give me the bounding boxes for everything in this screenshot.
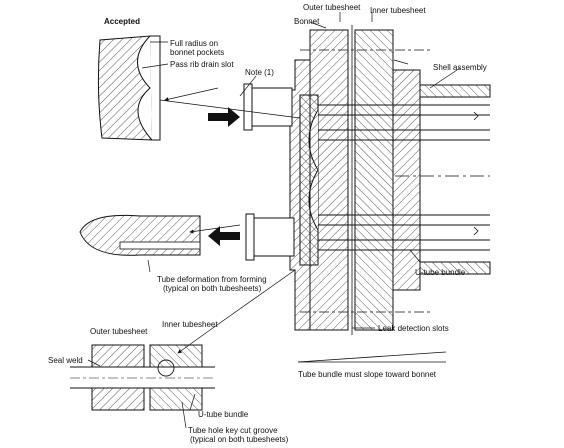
label-tube-bundle-slope: Tube bundle must slope toward bonnet — [298, 370, 437, 379]
label-leak-detection: Leak detection slots — [378, 324, 449, 333]
label-seal-weld: Seal weld — [48, 356, 83, 365]
label-tube-deformation: Tube deformation from forming — [157, 275, 267, 284]
label-bonnet: Bonnet — [294, 17, 320, 26]
label-full-radius: Full radius on — [170, 39, 219, 48]
label-pass-rib: Pass rib drain slot — [170, 60, 234, 69]
label-accepted: Accepted — [104, 17, 141, 26]
label-inner-tubesheet-bottom: Inner tubesheet — [162, 320, 218, 329]
detail-seal-weld — [70, 344, 215, 411]
label-u-tube-bundle-bottom: U-tube bundle — [198, 410, 249, 419]
label-u-tube-bundle-right: U-tube bundle — [415, 268, 466, 277]
label-outer-tubesheet-top: Outer tubesheet — [303, 3, 361, 12]
detail-tube-deformation — [79, 214, 201, 256]
label-tube-deformation-2: (typical on both tubesheets) — [163, 284, 262, 293]
label-outer-tubesheet-bottom: Outer tubesheet — [90, 327, 148, 336]
main-assembly — [208, 25, 491, 335]
label-full-radius-2: bonnet pockets — [170, 48, 225, 57]
detail-bonnet-pocket — [97, 35, 169, 141]
label-tube-hole-key: Tube hole key cut groove — [188, 426, 278, 435]
leader-lines — [87, 12, 461, 429]
label-inner-tubesheet-top: Inner tubesheet — [370, 6, 426, 15]
label-tube-hole-key-2: (typical on both tubesheets) — [190, 435, 289, 444]
label-shell-assembly: Shell assembly — [433, 63, 487, 72]
label-note: Note (1) — [245, 68, 274, 77]
